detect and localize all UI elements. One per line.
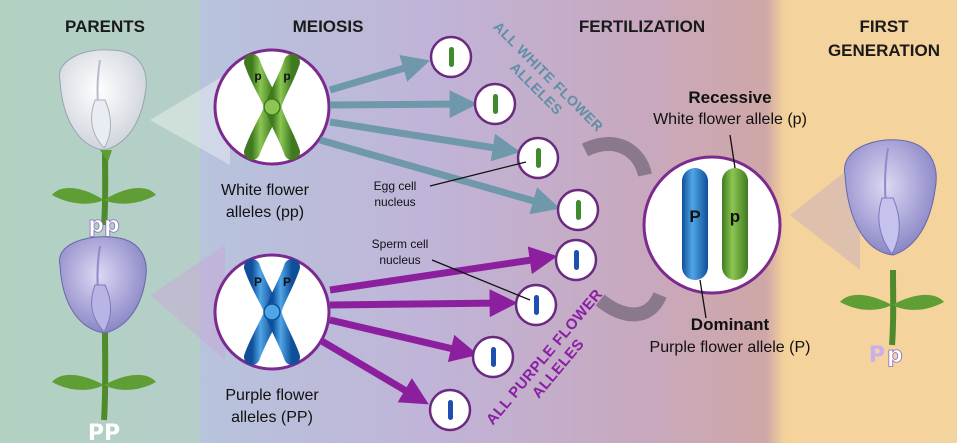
white-parent-genotype: pp [88,213,120,238]
recessive-letter: p [730,207,740,226]
header-meiosis: MEIOSIS [293,17,364,36]
white-alleles-label-1: White flower [221,182,310,199]
purple-alleles-label-1: Purple flower [225,387,319,404]
header-fertilization: FERTILIZATION [579,17,705,36]
sperm-label-2: nucleus [379,253,420,267]
white-arrow-2 [330,104,465,105]
egg-label-2: nucleus [374,195,415,209]
dominant-title: Dominant [691,315,770,334]
header-parents: PARENTS [65,17,145,36]
white-chrom-letter-1: p [254,69,261,83]
header-first-generation-1: FIRST [859,17,909,36]
dominant-desc: Purple flower allele (P) [650,339,811,356]
purple-chrom-letter-1: P [254,275,262,289]
white-alleles-label-2: alleles (pp) [226,204,304,221]
recessive-desc: White flower allele (p) [653,111,807,128]
offspring-genotype-recessive: p [887,343,903,368]
purple-chrom-letter-2: P [283,275,291,289]
offspring-genotype-dominant: P [869,343,885,368]
purple-alleles-label-2: alleles (PP) [231,409,313,426]
dominant-letter: P [689,207,700,226]
egg-label-1: Egg cell [374,179,417,193]
zygote-circle [644,157,780,293]
sperm-label-1: Sperm cell [372,237,429,251]
white-chrom-letter-2: p [283,69,290,83]
header-first-generation-2: GENERATION [828,41,940,60]
purple-parent-genotype: PP [88,421,120,443]
recessive-title: Recessive [688,88,771,107]
purple-arrow-2 [330,303,505,305]
